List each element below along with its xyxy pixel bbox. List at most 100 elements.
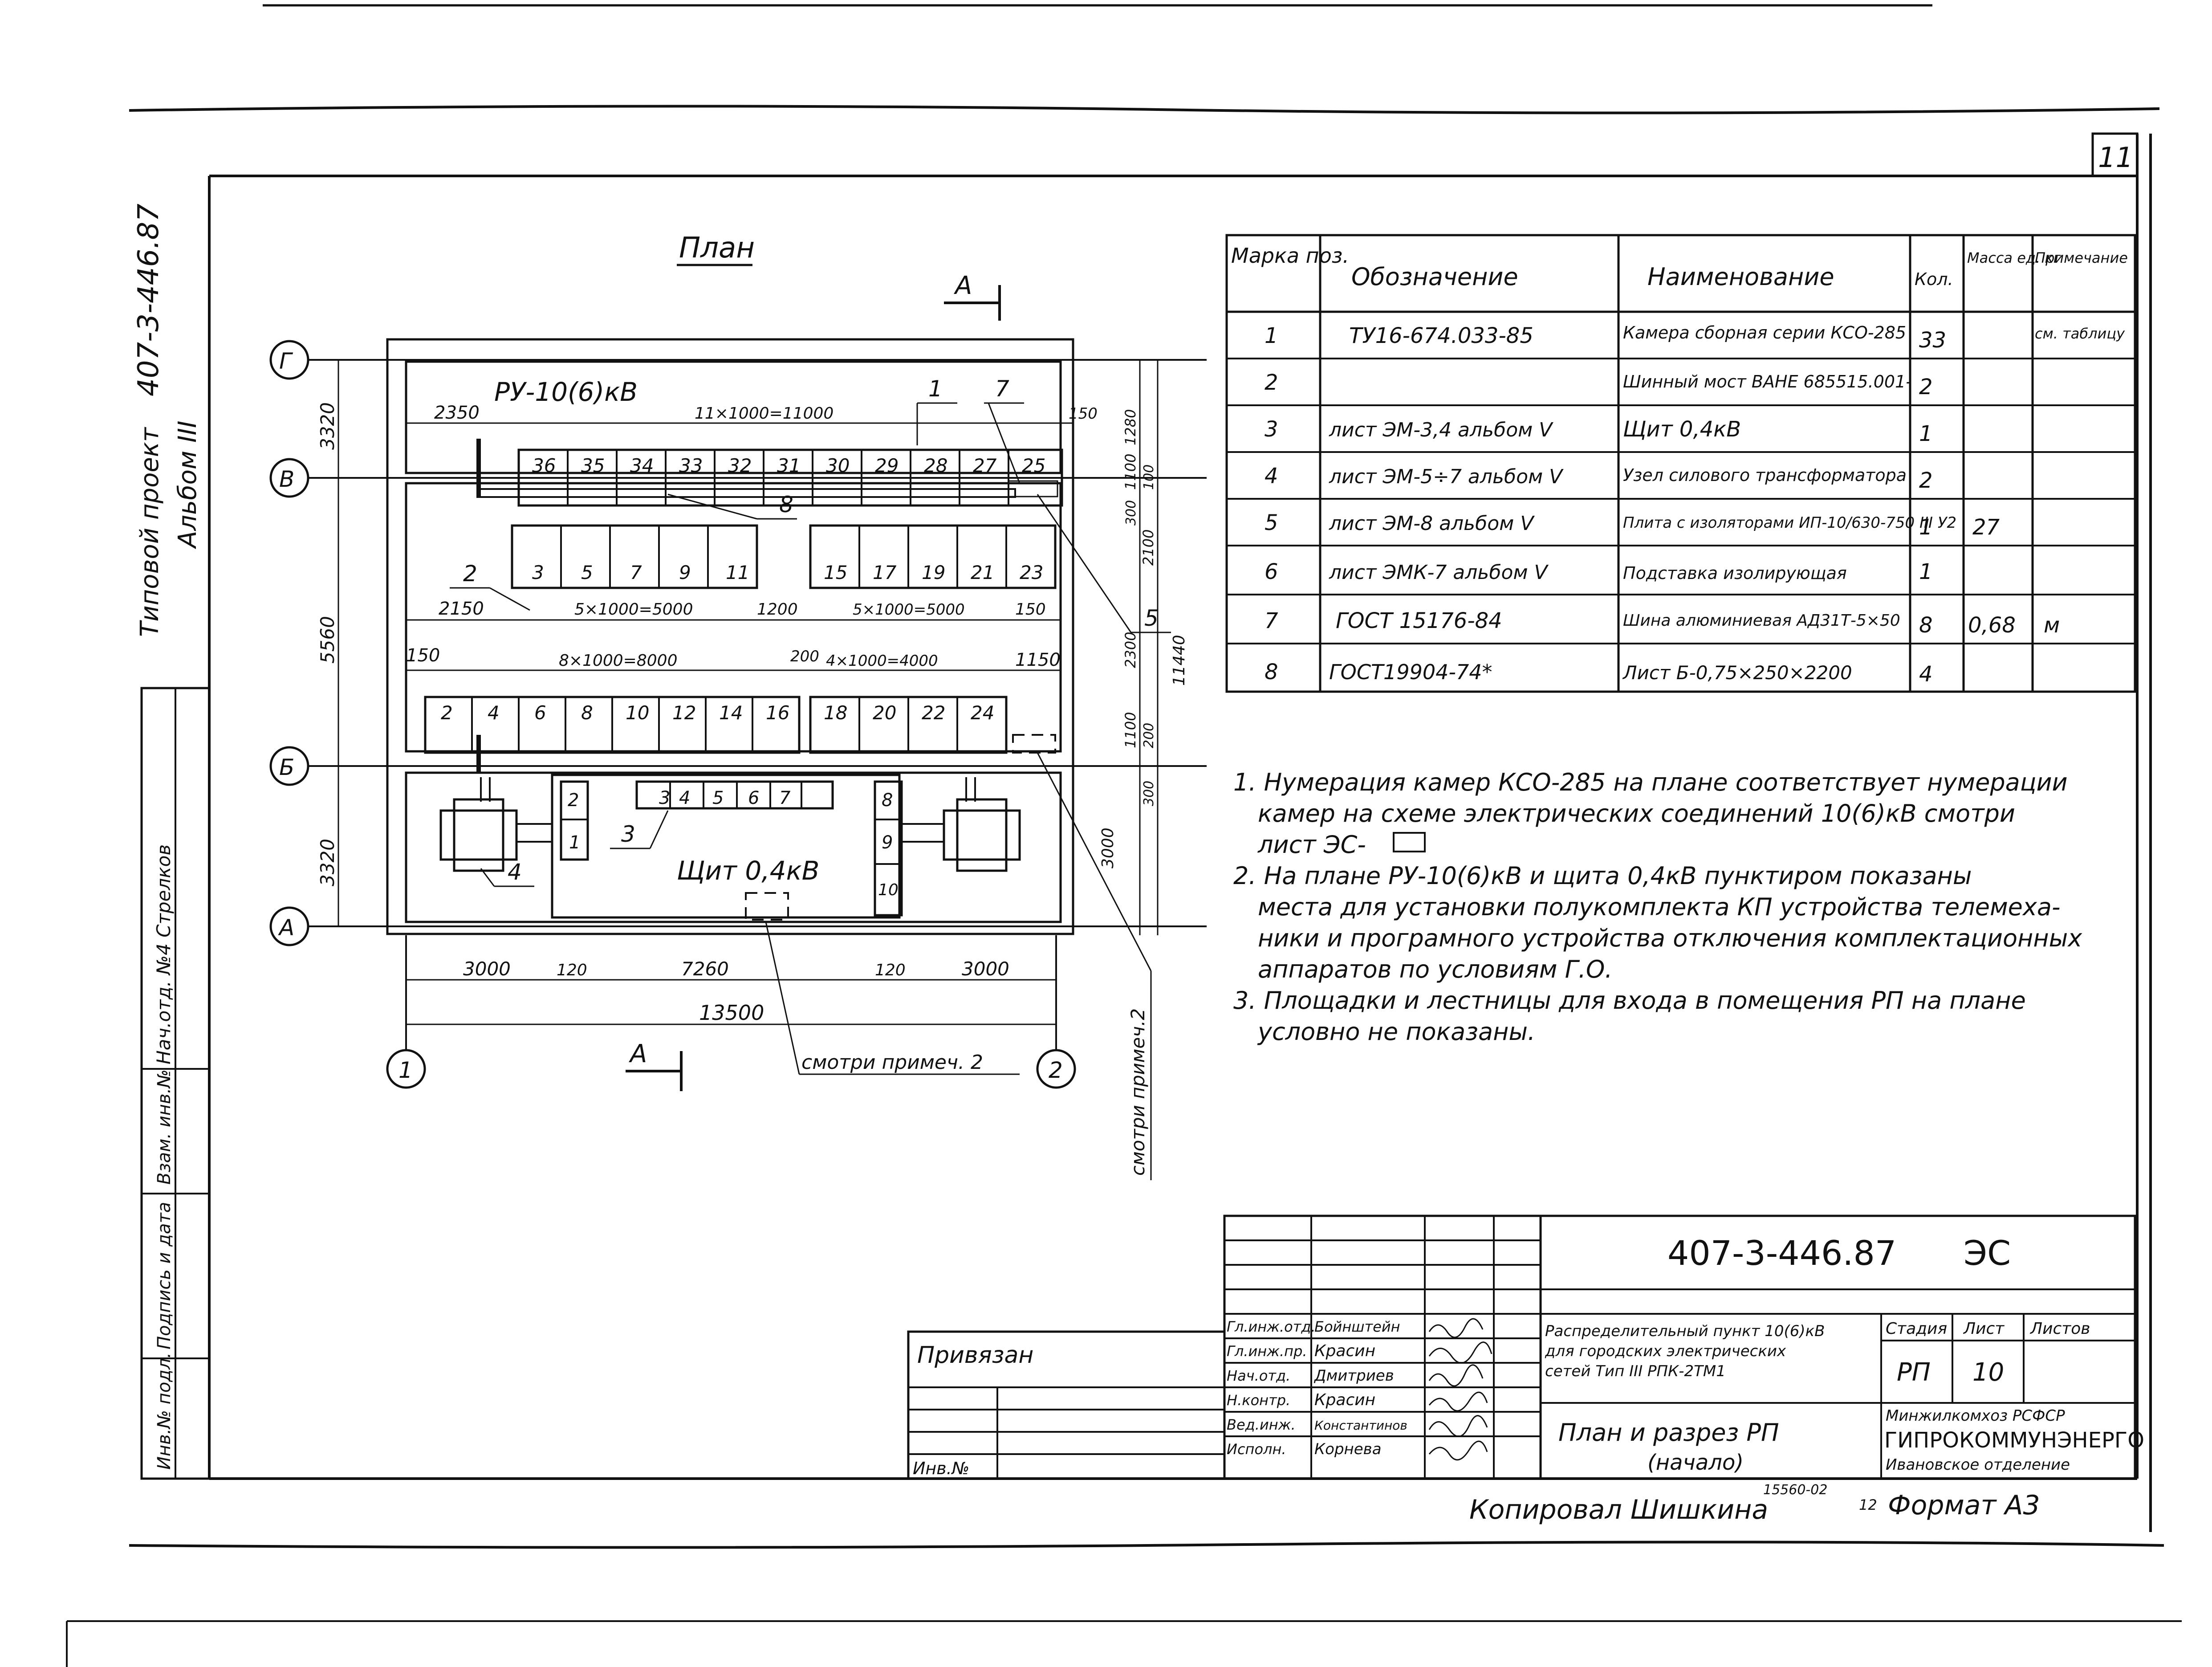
dim-3320-top: 3320 bbox=[317, 402, 338, 450]
stage-header: Стадия bbox=[1886, 1320, 1947, 1338]
signature-marks bbox=[1428, 1318, 1492, 1461]
dim-r-1100: 1100 bbox=[1122, 454, 1139, 490]
row8-designation: ГОСТ19904-74* bbox=[1329, 660, 1492, 684]
cell-29: 29 bbox=[875, 455, 899, 477]
cell-19: 19 bbox=[922, 562, 945, 583]
dim-r-200: 200 bbox=[1141, 723, 1157, 748]
panel-cell-10: 10 bbox=[878, 881, 899, 899]
cell-18: 18 bbox=[824, 702, 847, 724]
dim-r-1280: 1280 bbox=[1122, 409, 1139, 445]
plan-title: План bbox=[679, 232, 755, 265]
project-code-vertical: 407-3-446.87 bbox=[132, 204, 165, 396]
row4-designation: лист ЭМ-5÷7 альбом V bbox=[1329, 465, 1564, 488]
row1-mark: 1 bbox=[1265, 323, 1278, 348]
row1-name: Камера сборная серии КСО-285 bbox=[1623, 323, 1906, 342]
bottom-dimensions: 3000 120 7260 120 3000 13500 bbox=[406, 958, 1056, 1025]
cell-35: 35 bbox=[581, 455, 605, 477]
cell-30: 30 bbox=[826, 455, 850, 477]
sheet-number: 11 bbox=[2098, 141, 2133, 174]
th-mark: Марка поз. bbox=[1231, 244, 1349, 268]
cell-31: 31 bbox=[777, 455, 801, 477]
row4-qty: 2 bbox=[1919, 468, 1933, 493]
callout-4: 4 bbox=[508, 859, 522, 885]
cell-5: 5 bbox=[581, 562, 593, 583]
row6-designation: лист ЭМК-7 альбом V bbox=[1329, 561, 1549, 584]
row7-note: м bbox=[2044, 613, 2060, 638]
tb-mark: ЭС bbox=[1964, 1233, 2011, 1273]
dim-r-300b: 300 bbox=[1141, 781, 1157, 806]
row3-qty: 1 bbox=[1919, 421, 1933, 446]
panel-cell-2: 2 bbox=[568, 790, 579, 811]
stage-value: РП bbox=[1897, 1358, 1931, 1387]
note-1-line-3: лист ЭС- bbox=[1257, 831, 1366, 859]
sheet-value: 10 bbox=[1972, 1358, 2004, 1387]
binding-block: Привязан Инв.№ bbox=[907, 1330, 1226, 1480]
desc-line-2: для городских электрических bbox=[1545, 1342, 1786, 1360]
note-ref-bottom: смотри примеч. 2 bbox=[801, 1051, 983, 1074]
tb-code: 407-3-446.87 bbox=[1667, 1233, 1896, 1273]
name-4: Красин bbox=[1314, 1391, 1375, 1409]
th-designation: Обозначение bbox=[1351, 263, 1518, 291]
insulator-plate bbox=[1008, 480, 1058, 497]
dim-b-120-right: 120 bbox=[875, 961, 906, 979]
cell-23: 23 bbox=[1020, 562, 1043, 583]
cell-10: 10 bbox=[626, 702, 649, 724]
role-5: Вед.инж. bbox=[1227, 1416, 1296, 1433]
row7-mark: 7 bbox=[1265, 608, 1278, 633]
cell-36: 36 bbox=[532, 455, 556, 477]
dim-r-300: 300 bbox=[1123, 500, 1139, 526]
dim-total-13500: 13500 bbox=[699, 1001, 764, 1025]
role-6: Исполн. bbox=[1227, 1441, 1286, 1458]
org-line-2: ГИПРОКОММУНЭНЕРГО bbox=[1884, 1428, 2144, 1453]
th-qty: Кол. bbox=[1915, 269, 1953, 289]
note-2-line-3: ники и програмного устройства отключения… bbox=[1258, 924, 2082, 952]
row4-name: Узел силового трансформатора bbox=[1623, 465, 1907, 485]
sheet-number-box bbox=[2091, 132, 2139, 177]
dim-top-span: 11×1000=11000 bbox=[695, 404, 834, 423]
row8-mark: 8 bbox=[1265, 660, 1278, 685]
notes: 1. Нумерация камер КСО-285 на плане соот… bbox=[1233, 768, 2082, 1046]
desc-line-1: Распределительный пункт 10(6)кВ bbox=[1545, 1322, 1825, 1340]
row2-qty: 2 bbox=[1919, 375, 1933, 399]
cell-17: 17 bbox=[873, 562, 897, 583]
section-mark-top: А bbox=[954, 271, 972, 300]
dim-b-120-left: 120 bbox=[557, 961, 587, 979]
binding-label: Привязан bbox=[917, 1342, 1033, 1369]
role-2: Гл.инж.пр. bbox=[1227, 1343, 1307, 1360]
panel-cell-7: 7 bbox=[779, 788, 791, 808]
row8-name: Лист Б-0,75×250×2200 bbox=[1622, 662, 1852, 684]
cells-low-row: 2 4 6 8 10 12 14 16 18 20 22 24 bbox=[424, 696, 1056, 754]
footer: Копировал Шишкина 15560-02 12 Формат А3 bbox=[1469, 1482, 2040, 1525]
plan-drawing: План А А Г В Б А 1 2 bbox=[269, 232, 1207, 1180]
format-label: Формат А3 bbox=[1888, 1490, 2040, 1521]
panel-cell-3: 3 bbox=[659, 788, 670, 808]
name-3: Дмитриев bbox=[1313, 1367, 1394, 1385]
project-label-vertical: Типовой проект bbox=[135, 427, 164, 637]
page-number: 12 bbox=[1859, 1496, 1877, 1513]
section-mark-bottom: А bbox=[629, 1039, 647, 1068]
stamp-col-inv: Инв.№ подл. bbox=[154, 1353, 175, 1470]
panel-cell-6: 6 bbox=[748, 788, 759, 808]
cell-34: 34 bbox=[630, 455, 654, 477]
callout-7: 7 bbox=[995, 376, 1009, 402]
callout-5: 5 bbox=[1144, 605, 1159, 631]
callout-8: 8 bbox=[779, 492, 793, 518]
dim-r-2300: 2300 bbox=[1122, 632, 1139, 668]
org-line-1: Минжилкомхоз РСФСР bbox=[1886, 1407, 2065, 1425]
stamp-col-replace: Взам. инв.№ bbox=[154, 1069, 175, 1185]
axis-V: В bbox=[279, 466, 294, 492]
dim-r-100: 100 bbox=[1141, 465, 1157, 490]
binding-inv: Инв.№ bbox=[913, 1459, 969, 1478]
sheet-frame: 11 bbox=[66, 4, 2182, 1667]
row5-name: Плита с изоляторами ИП-10/630-750 III У2 bbox=[1623, 514, 1956, 532]
dim-r-2100: 2100 bbox=[1140, 530, 1157, 566]
row5-mark: 5 bbox=[1265, 510, 1278, 535]
sheet-ref-box bbox=[1393, 832, 1426, 852]
stamp-col-sign: Подпись и дата bbox=[154, 1202, 175, 1349]
copied-by: Копировал Шишкина bbox=[1469, 1494, 1768, 1525]
desc-line-3: сетей Тип III РПК-2ТМ1 bbox=[1545, 1362, 1726, 1380]
note-2-line-4: аппаратов по условиям Г.О. bbox=[1258, 955, 1613, 983]
dim-b-7260: 7260 bbox=[681, 958, 729, 980]
cell-2: 2 bbox=[441, 702, 453, 724]
row8-qty: 4 bbox=[1919, 662, 1933, 687]
